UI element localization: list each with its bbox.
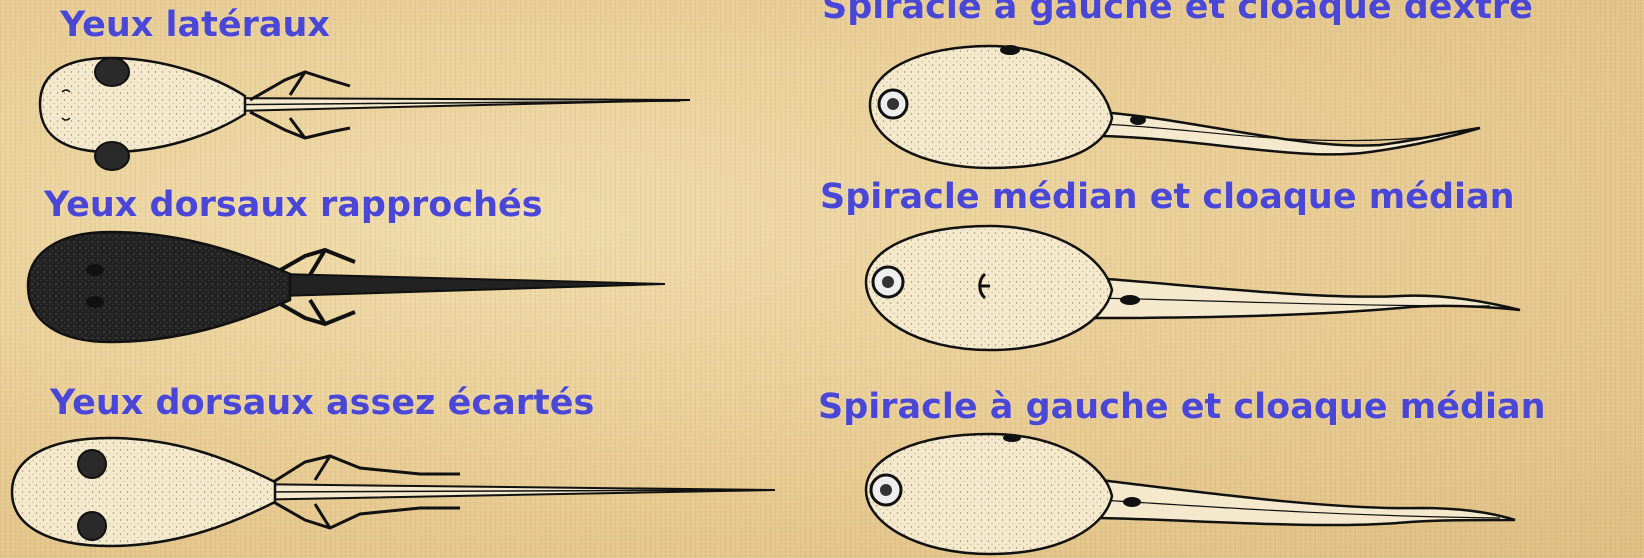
eye-lower (95, 142, 129, 170)
hind-leg-upper (250, 72, 350, 100)
tadpole-close-dorsal-eyes (28, 232, 665, 342)
hind-leg-lower (250, 112, 350, 138)
tail (1095, 278, 1520, 318)
eye-upper (95, 58, 129, 86)
tail (1100, 480, 1515, 525)
tail (280, 274, 665, 296)
eye-upper (78, 450, 106, 478)
cloaca (1123, 497, 1141, 507)
body (12, 438, 275, 546)
spiracle (1003, 434, 1021, 442)
eye-upper (86, 264, 104, 276)
cloaca (1130, 115, 1146, 125)
eye-lower (86, 296, 104, 308)
tadpole-ventral-3 (866, 434, 1515, 554)
tadpole-wide-dorsal-eyes (12, 438, 775, 546)
cloaca (1120, 295, 1140, 305)
tadpole-ventral-2 (866, 226, 1520, 350)
tail (1100, 112, 1480, 154)
eye-lower (78, 512, 106, 540)
body (866, 434, 1112, 554)
hind-leg-upper (270, 456, 460, 484)
tadpole-ventral-1 (870, 45, 1480, 168)
tadpole-lateral-eyes (40, 58, 690, 170)
hind-leg-lower (270, 500, 460, 528)
body (40, 58, 245, 152)
body (28, 232, 290, 342)
spiracle (1000, 45, 1020, 55)
